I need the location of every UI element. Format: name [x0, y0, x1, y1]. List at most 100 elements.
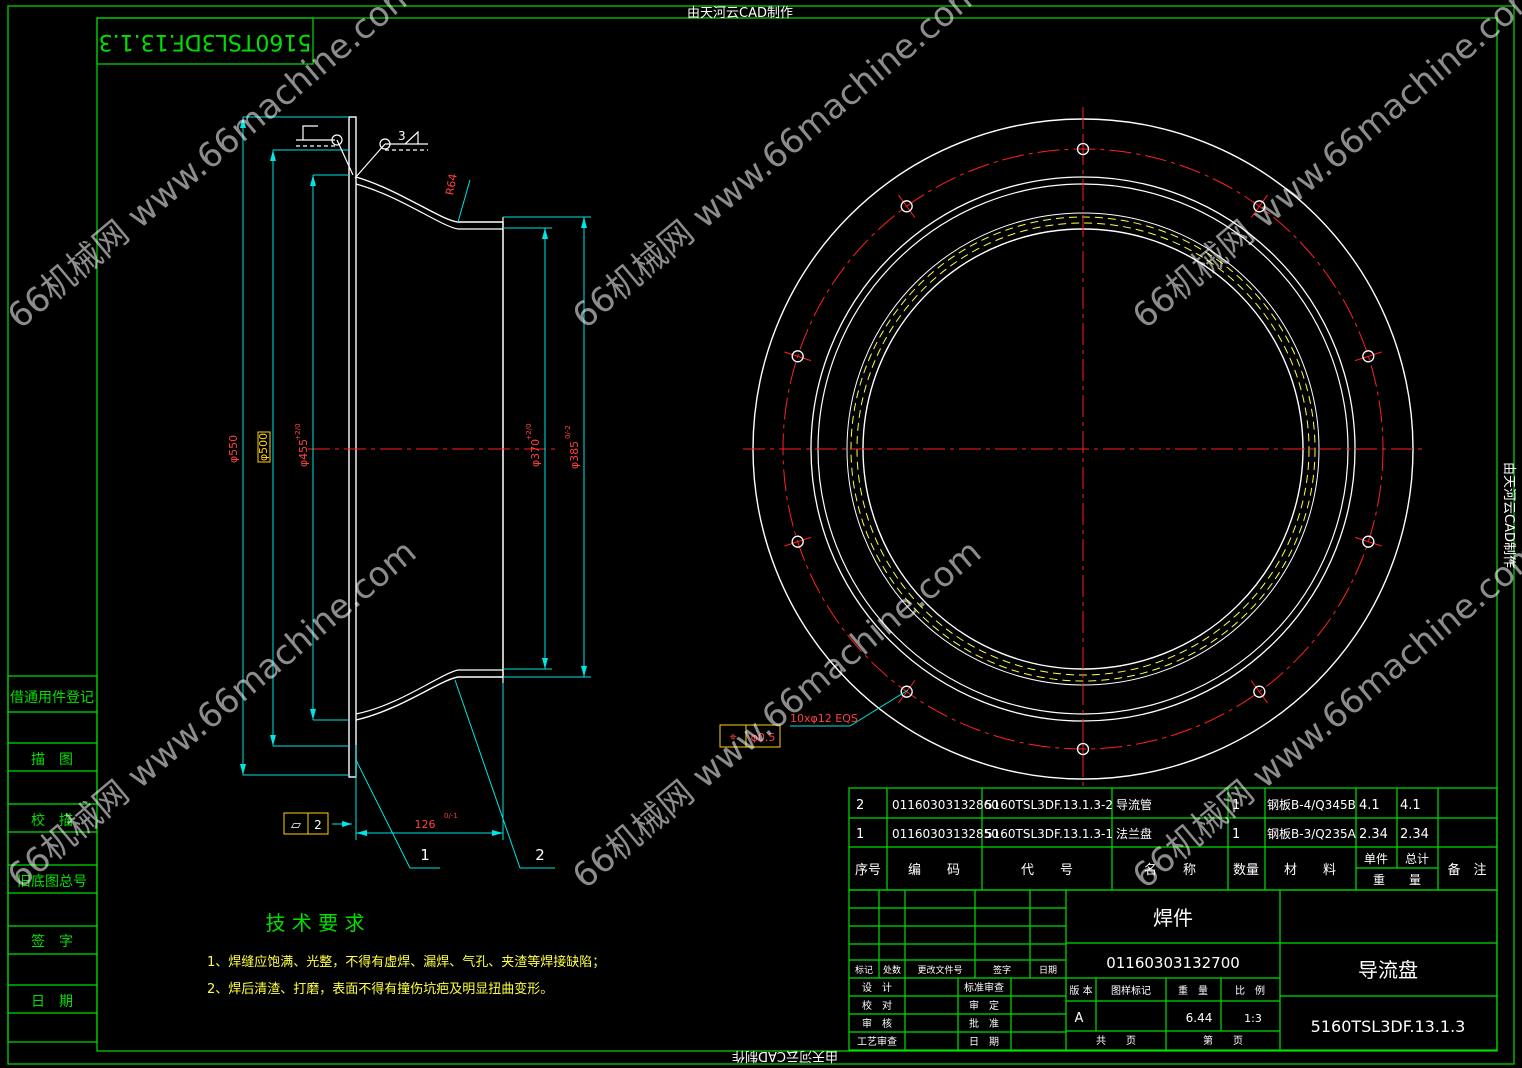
meta-labels: 版 本 图样标记 重 量 比 例 A 6.44 1:3 共 页 第 页 — [1069, 984, 1265, 1047]
bom-header: 序号 编 码 代 号 名 称 数量 材 料 单件 总计 重 量 备 注 — [855, 852, 1487, 887]
bolt-hole-mark — [898, 194, 916, 218]
dim-d370: φ370 — [529, 439, 542, 467]
tech-req-line: 1、焊缝应饱满、光整，不得有虚焊、漏焊、气孔、夹渣等焊接缺陷； — [207, 954, 605, 970]
rev-header: 更改文件号 — [917, 964, 962, 976]
bom-cell: 5160TSL3DF.13.1.3-2 — [985, 798, 1113, 812]
dim-d550: φ550 — [227, 435, 240, 463]
sign-label: 批 准 — [969, 1017, 999, 1030]
strip-label: 校 描 — [31, 812, 73, 829]
bom-cell: 01160303132850 — [892, 827, 999, 841]
bolt-hole — [791, 350, 804, 363]
bolt-hole-mark — [898, 680, 916, 704]
watermark: 66机械网 www.66machine.com — [1125, 532, 1522, 897]
stage-value: A — [1075, 1011, 1084, 1026]
bolt-hole — [1362, 535, 1375, 548]
strip-label: 日 期 — [31, 994, 73, 1010]
bolt-hole — [1362, 350, 1375, 363]
front-view: 10xφ12 EQS ⌖ φ0.5 — [719, 107, 1423, 790]
bom-header-cell: 数量 — [1233, 863, 1259, 878]
vertical-dimensions — [242, 116, 591, 869]
scale-label: 比 例 — [1235, 984, 1265, 997]
dim-d455-tol: +2/0 — [294, 423, 302, 440]
tech-req-title: 技 术 要 求 — [265, 911, 364, 935]
bom-cell: 2.34 — [1359, 827, 1388, 842]
bom-cell: 钢板B-4/Q345B — [1267, 798, 1356, 812]
strip-label: 借通用件登记 — [10, 690, 94, 706]
bolt-hole-mark — [1250, 680, 1268, 704]
sign-labels: 设 计 校 对 审 核 工艺审查 标准审查 审 定 批 准 日 期 — [857, 981, 1004, 1048]
balloon-1: 1 — [420, 846, 430, 864]
credit-bottom: 由天河云CAD制作 — [732, 1048, 838, 1063]
dim-d455: φ455 — [297, 439, 310, 467]
bom-header-cell: 序号 — [855, 863, 881, 878]
total-sheets-label: 共 页 — [1096, 1035, 1136, 1047]
scale-value: 1:3 — [1244, 1012, 1262, 1025]
dim-labels: φ550 φ500 φ455 +2/0 φ370 +2/0 φ385 0/-2 … — [227, 173, 581, 831]
credit-right: 由天河云CAD制作 — [1501, 462, 1516, 568]
weld-size: 3 — [398, 129, 406, 143]
rev-header: 标记 — [855, 964, 873, 976]
weld-symbols — [296, 125, 428, 179]
revision-headers: 标记 处数 更改文件号 签字 日期 — [855, 964, 1057, 976]
technical-requirements: 技 术 要 求 1、焊缝应饱满、光整，不得有虚焊、漏焊、气孔、夹渣等焊接缺陷； … — [207, 911, 605, 997]
drawing-frame — [7, 5, 1515, 1065]
bom-cell: 2 — [856, 798, 864, 813]
bom-header-cell: 总计 — [1405, 852, 1429, 866]
dim-r64: R64 — [443, 173, 460, 197]
dim-arrows — [240, 117, 587, 836]
bolt-hole — [1076, 142, 1090, 156]
weight-label: 重 量 — [1178, 984, 1208, 997]
sign-label: 设 计 — [862, 981, 892, 994]
bom-header-cell: 编 码 — [908, 863, 960, 878]
hole-callout: 10xφ12 EQS ⌖ φ0.5 — [719, 689, 909, 748]
sign-label: 审 核 — [862, 1017, 892, 1030]
flatness-symbol: ▱ — [291, 818, 301, 833]
bom-cell: 5160TSL3DF.13.1.3-1 — [985, 827, 1113, 841]
dim-d385: φ385 — [568, 441, 581, 469]
bolt-hole — [1076, 742, 1090, 756]
watermark: 66机械网 www.66machine.com — [0, 532, 424, 897]
dim-len126: 126 — [415, 818, 436, 831]
bom-header-cell: 材 料 — [1284, 863, 1336, 878]
rev-header: 日期 — [1039, 965, 1057, 976]
flatness-frame: ▱ 2 — [283, 812, 329, 835]
bolt-hole-mark — [1250, 194, 1268, 218]
corner-code: 5160TSL3DF.13.1.3 — [99, 29, 312, 54]
flatness-value: 2 — [314, 818, 322, 832]
bom-header-cell: 备 注 — [1447, 862, 1486, 878]
dim-d370-tol: +2/0 — [525, 423, 533, 440]
credit-top: 由天河云CAD制作 — [687, 6, 793, 21]
bolt-hole — [1253, 685, 1266, 698]
bom-cell: 钢板B-3/Q235A — [1267, 827, 1357, 841]
bolt-hole-mark — [1354, 536, 1382, 547]
balloon-2: 2 — [535, 846, 545, 864]
bom-header-cell: 代 号 — [1021, 863, 1073, 878]
bolt-hole — [900, 685, 913, 698]
bom-cell: 法兰盘 — [1116, 826, 1152, 841]
bom-header-cell: 名 称 — [1144, 862, 1196, 878]
side-view: φ550 φ500 φ455 +2/0 φ370 +2/0 φ385 0/-2 … — [227, 116, 591, 869]
part-code: 01160303132700 — [1106, 954, 1240, 972]
left-strip-labels: 借通用件登记 描 图 校 描 旧底图总号 签 字 日 期 — [10, 690, 94, 1010]
hole-callout-text: 10xφ12 EQS — [790, 712, 858, 725]
sign-label: 审 定 — [969, 999, 999, 1012]
dim-d500-box — [257, 431, 271, 463]
bolt-hole-mark — [1354, 351, 1382, 362]
tech-req-line: 2、焊后清渣、打磨，表面不得有撞伤坑疤及明显扭曲变形。 — [207, 981, 553, 997]
part-name: 导流盘 — [1358, 958, 1418, 982]
dim-len126-tol: 0/-1 — [444, 812, 458, 820]
bom-cell: 2.34 — [1400, 827, 1429, 842]
mark-label: 图样标记 — [1111, 984, 1151, 997]
bom-cell: 4.1 — [1400, 798, 1421, 813]
bom-rows: 2 01160303132860 5160TSL3DF.13.1.3-2 导流管… — [856, 797, 1429, 842]
bom-cell: 导流管 — [1116, 797, 1152, 812]
part-type: 焊件 — [1153, 906, 1193, 930]
bom-cell: 1 — [856, 827, 864, 842]
flange-plate — [348, 116, 357, 778]
strip-label: 签 字 — [31, 933, 73, 950]
drawing-number: 5160TSL3DF.13.1.3 — [1311, 1017, 1466, 1036]
strip-label: 描 图 — [31, 752, 73, 768]
bolt-hole-mark — [784, 351, 812, 362]
bom-cell: 1 — [1232, 798, 1240, 813]
position-tol-value: φ0.5 — [751, 731, 776, 744]
